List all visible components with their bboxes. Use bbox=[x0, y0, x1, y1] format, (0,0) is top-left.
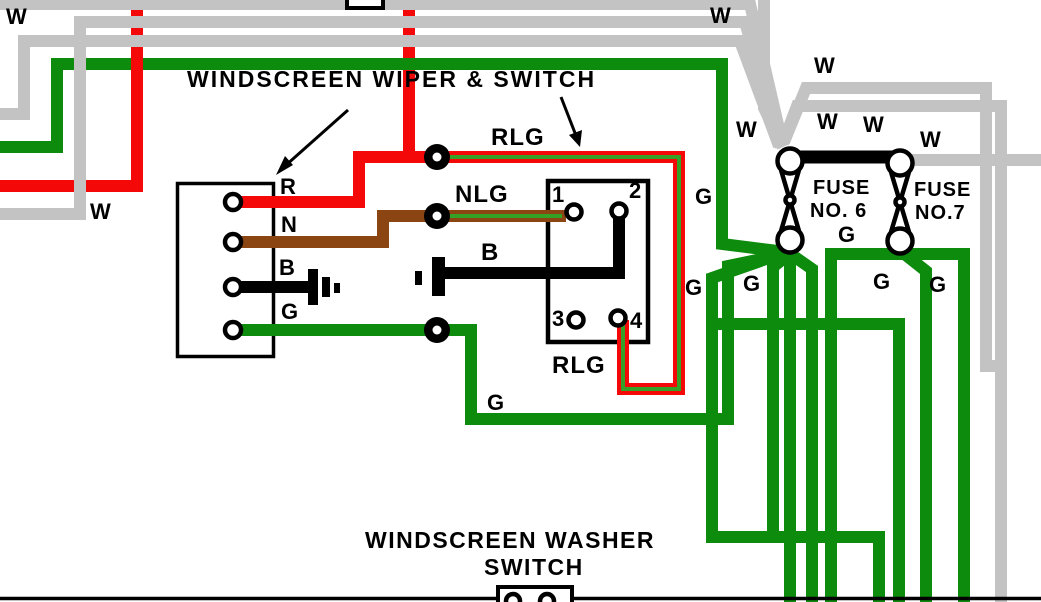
earth-icon bbox=[322, 277, 330, 297]
green-branch-e bbox=[898, 247, 932, 602]
arrowhead-icon bbox=[276, 156, 293, 175]
fuse6-bottom-terminal bbox=[775, 225, 805, 255]
rlg-tracer-stripe bbox=[450, 155, 681, 391]
wiper-n-nlg-wire bbox=[233, 210, 566, 248]
switch-b-wire bbox=[438, 218, 625, 279]
earth-icon bbox=[308, 269, 318, 305]
fuse7-bottom-terminal bbox=[885, 226, 915, 256]
green-branch-b bbox=[767, 250, 792, 537]
terminal-r bbox=[222, 191, 244, 213]
terminal-b bbox=[222, 276, 244, 298]
fuse6-top-terminal bbox=[775, 146, 805, 176]
switch-terminal-2 bbox=[609, 201, 629, 221]
white-top-row3 bbox=[0, 35, 785, 149]
fuse7-top-terminal bbox=[885, 148, 915, 178]
green-branch-stub bbox=[722, 248, 788, 419]
green-wires bbox=[0, 58, 970, 602]
washer-terminal-1 bbox=[503, 591, 523, 602]
top-edge-component-box bbox=[345, 0, 385, 10]
terminal-n bbox=[222, 231, 244, 253]
earth-icon bbox=[432, 257, 445, 296]
annotation-arrows bbox=[276, 96, 582, 175]
red-left-wire bbox=[0, 0, 143, 192]
arrow-to-switch bbox=[559, 96, 577, 134]
fuse-6 bbox=[775, 146, 805, 255]
bullet-hole bbox=[432, 211, 442, 221]
green-branch-d bbox=[788, 250, 818, 602]
bullet-hole bbox=[432, 152, 442, 162]
washer-terminal-2 bbox=[537, 591, 557, 602]
green-mid-link bbox=[712, 318, 905, 602]
switch-terminal-4 bbox=[608, 308, 628, 328]
white-top-row2 bbox=[0, 16, 787, 220]
bullet-hole bbox=[432, 325, 442, 335]
terminal-g bbox=[222, 319, 244, 341]
earth-icon bbox=[334, 283, 340, 293]
switch-terminal-3 bbox=[566, 310, 586, 330]
black-wires bbox=[233, 218, 625, 305]
switch-terminals bbox=[564, 201, 629, 330]
fuse6-waist bbox=[783, 193, 797, 207]
wiper-switch-box bbox=[545, 178, 651, 345]
green-main-top-wire bbox=[0, 58, 787, 258]
fuse7-waist bbox=[893, 195, 907, 209]
bullet-connectors bbox=[424, 144, 450, 343]
white-right-lower bbox=[777, 100, 1007, 602]
connector-terminals bbox=[222, 191, 244, 341]
switch-terminal-1 bbox=[564, 202, 584, 222]
earth-icon bbox=[415, 271, 422, 285]
wiper-g-wire bbox=[233, 324, 734, 425]
arrow-to-connector bbox=[284, 108, 349, 168]
arrowhead-icon bbox=[569, 130, 582, 147]
white-top-vertical bbox=[758, 0, 789, 150]
fuse-7 bbox=[885, 148, 915, 256]
